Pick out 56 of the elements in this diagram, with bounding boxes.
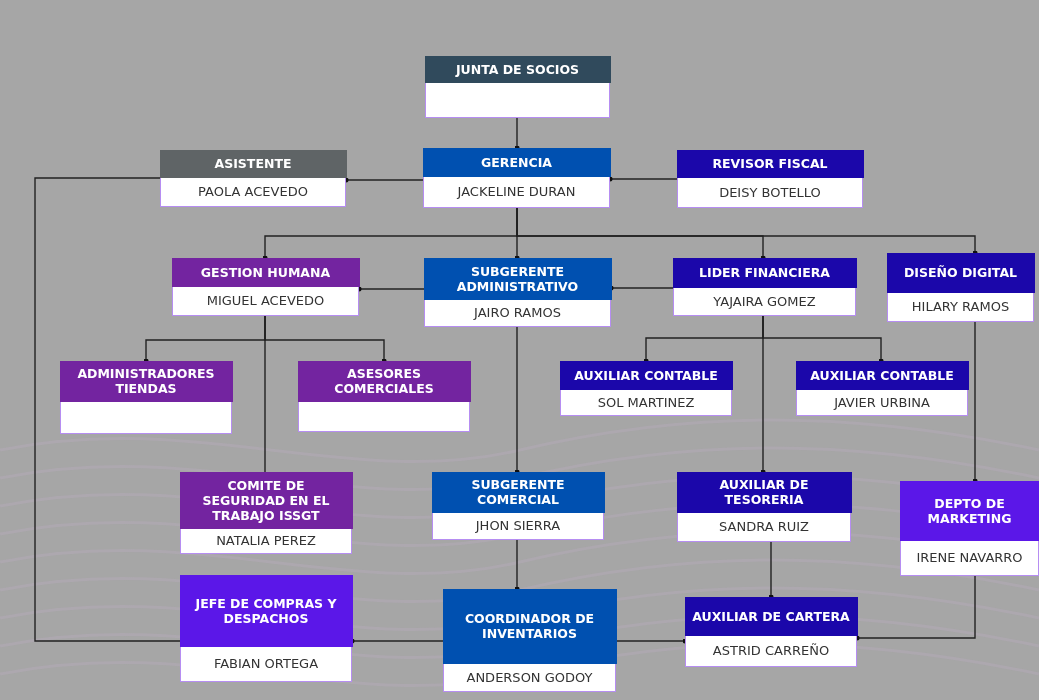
role-header: DEPTO DE MARKETING bbox=[899, 480, 1039, 541]
position-card bbox=[677, 472, 851, 542]
person-name: SOL MARTINEZ bbox=[597, 393, 695, 411]
position-card bbox=[887, 253, 1034, 322]
person-name: YAJAIRA GOMEZ bbox=[713, 292, 816, 310]
person-name: PAOLA ACEVEDO bbox=[198, 183, 308, 201]
role-header: JUNTA DE SOCIOS bbox=[424, 55, 611, 83]
position-card bbox=[160, 150, 346, 207]
position-card bbox=[298, 361, 470, 432]
role-header: DISEÑO DIGITAL bbox=[886, 252, 1035, 293]
person-name: JAVIER URBINA bbox=[834, 393, 930, 411]
person-name: SANDRA RUIZ bbox=[719, 518, 809, 536]
position-card bbox=[424, 258, 611, 327]
role-header: ASISTENTE bbox=[159, 149, 347, 178]
person-name: DEISY BOTELLO bbox=[719, 183, 821, 201]
person-name: JHON SIERRA bbox=[475, 517, 561, 535]
person-name: MIGUEL ACEVEDO bbox=[206, 292, 325, 310]
role-header: ADMINISTRADORES TIENDAS bbox=[59, 360, 233, 402]
role-header: GESTION HUMANA bbox=[171, 257, 360, 287]
person-name: FABIAN ORTEGA bbox=[213, 655, 319, 673]
position-card bbox=[172, 258, 359, 316]
role-header: GERENCIA bbox=[422, 147, 611, 177]
position-card bbox=[560, 361, 732, 416]
role-header: ASESORES COMERCIALES bbox=[297, 360, 471, 402]
role-header: REVISOR FISCAL bbox=[676, 149, 864, 178]
connector-line bbox=[264, 315, 266, 473]
role-header: SUBGERENTE COMERCIAL bbox=[431, 471, 605, 513]
position-card bbox=[673, 258, 856, 316]
role-header: AUXILIAR CONTABLE bbox=[559, 360, 733, 390]
connector-line bbox=[34, 177, 181, 642]
role-header: AUXILIAR CONTABLE bbox=[795, 360, 969, 390]
position-card bbox=[423, 148, 610, 208]
person-name: NATALIA PEREZ bbox=[216, 532, 316, 550]
person-name: ASTRID CARREÑO bbox=[712, 642, 830, 660]
position-card bbox=[796, 361, 968, 416]
person-name: JAIRO RAMOS bbox=[474, 304, 561, 322]
person-name: ANDERSON GODOY bbox=[466, 668, 593, 686]
role-header: SUBGERENTE ADMINISTRATIVO bbox=[423, 257, 612, 300]
role-header: LIDER FINANCIERA bbox=[672, 257, 857, 288]
position-card bbox=[685, 597, 857, 667]
role-header: AUXILIAR DE TESORERIA bbox=[676, 471, 852, 513]
position-card bbox=[432, 472, 604, 540]
position-card bbox=[900, 481, 1039, 576]
role-header: COORDINADOR DE INVENTARIOS bbox=[442, 588, 617, 664]
position-card bbox=[180, 472, 352, 554]
position-card bbox=[425, 56, 610, 118]
role-header: JEFE DE COMPRAS Y DESPACHOS bbox=[179, 574, 353, 647]
role-header: AUXILIAR DE CARTERA bbox=[684, 596, 858, 636]
position-card bbox=[443, 589, 616, 692]
role-header: COMITE DE SEGURIDAD EN EL TRABAJO ISSGT bbox=[179, 471, 353, 529]
position-card bbox=[60, 361, 232, 434]
person-name: IRENE NAVARRO bbox=[916, 549, 1023, 567]
position-card bbox=[677, 150, 863, 208]
position-card bbox=[180, 575, 352, 682]
person-name: JACKELINE DURAN bbox=[457, 183, 576, 201]
person-name: HILARY RAMOS bbox=[911, 298, 1010, 316]
